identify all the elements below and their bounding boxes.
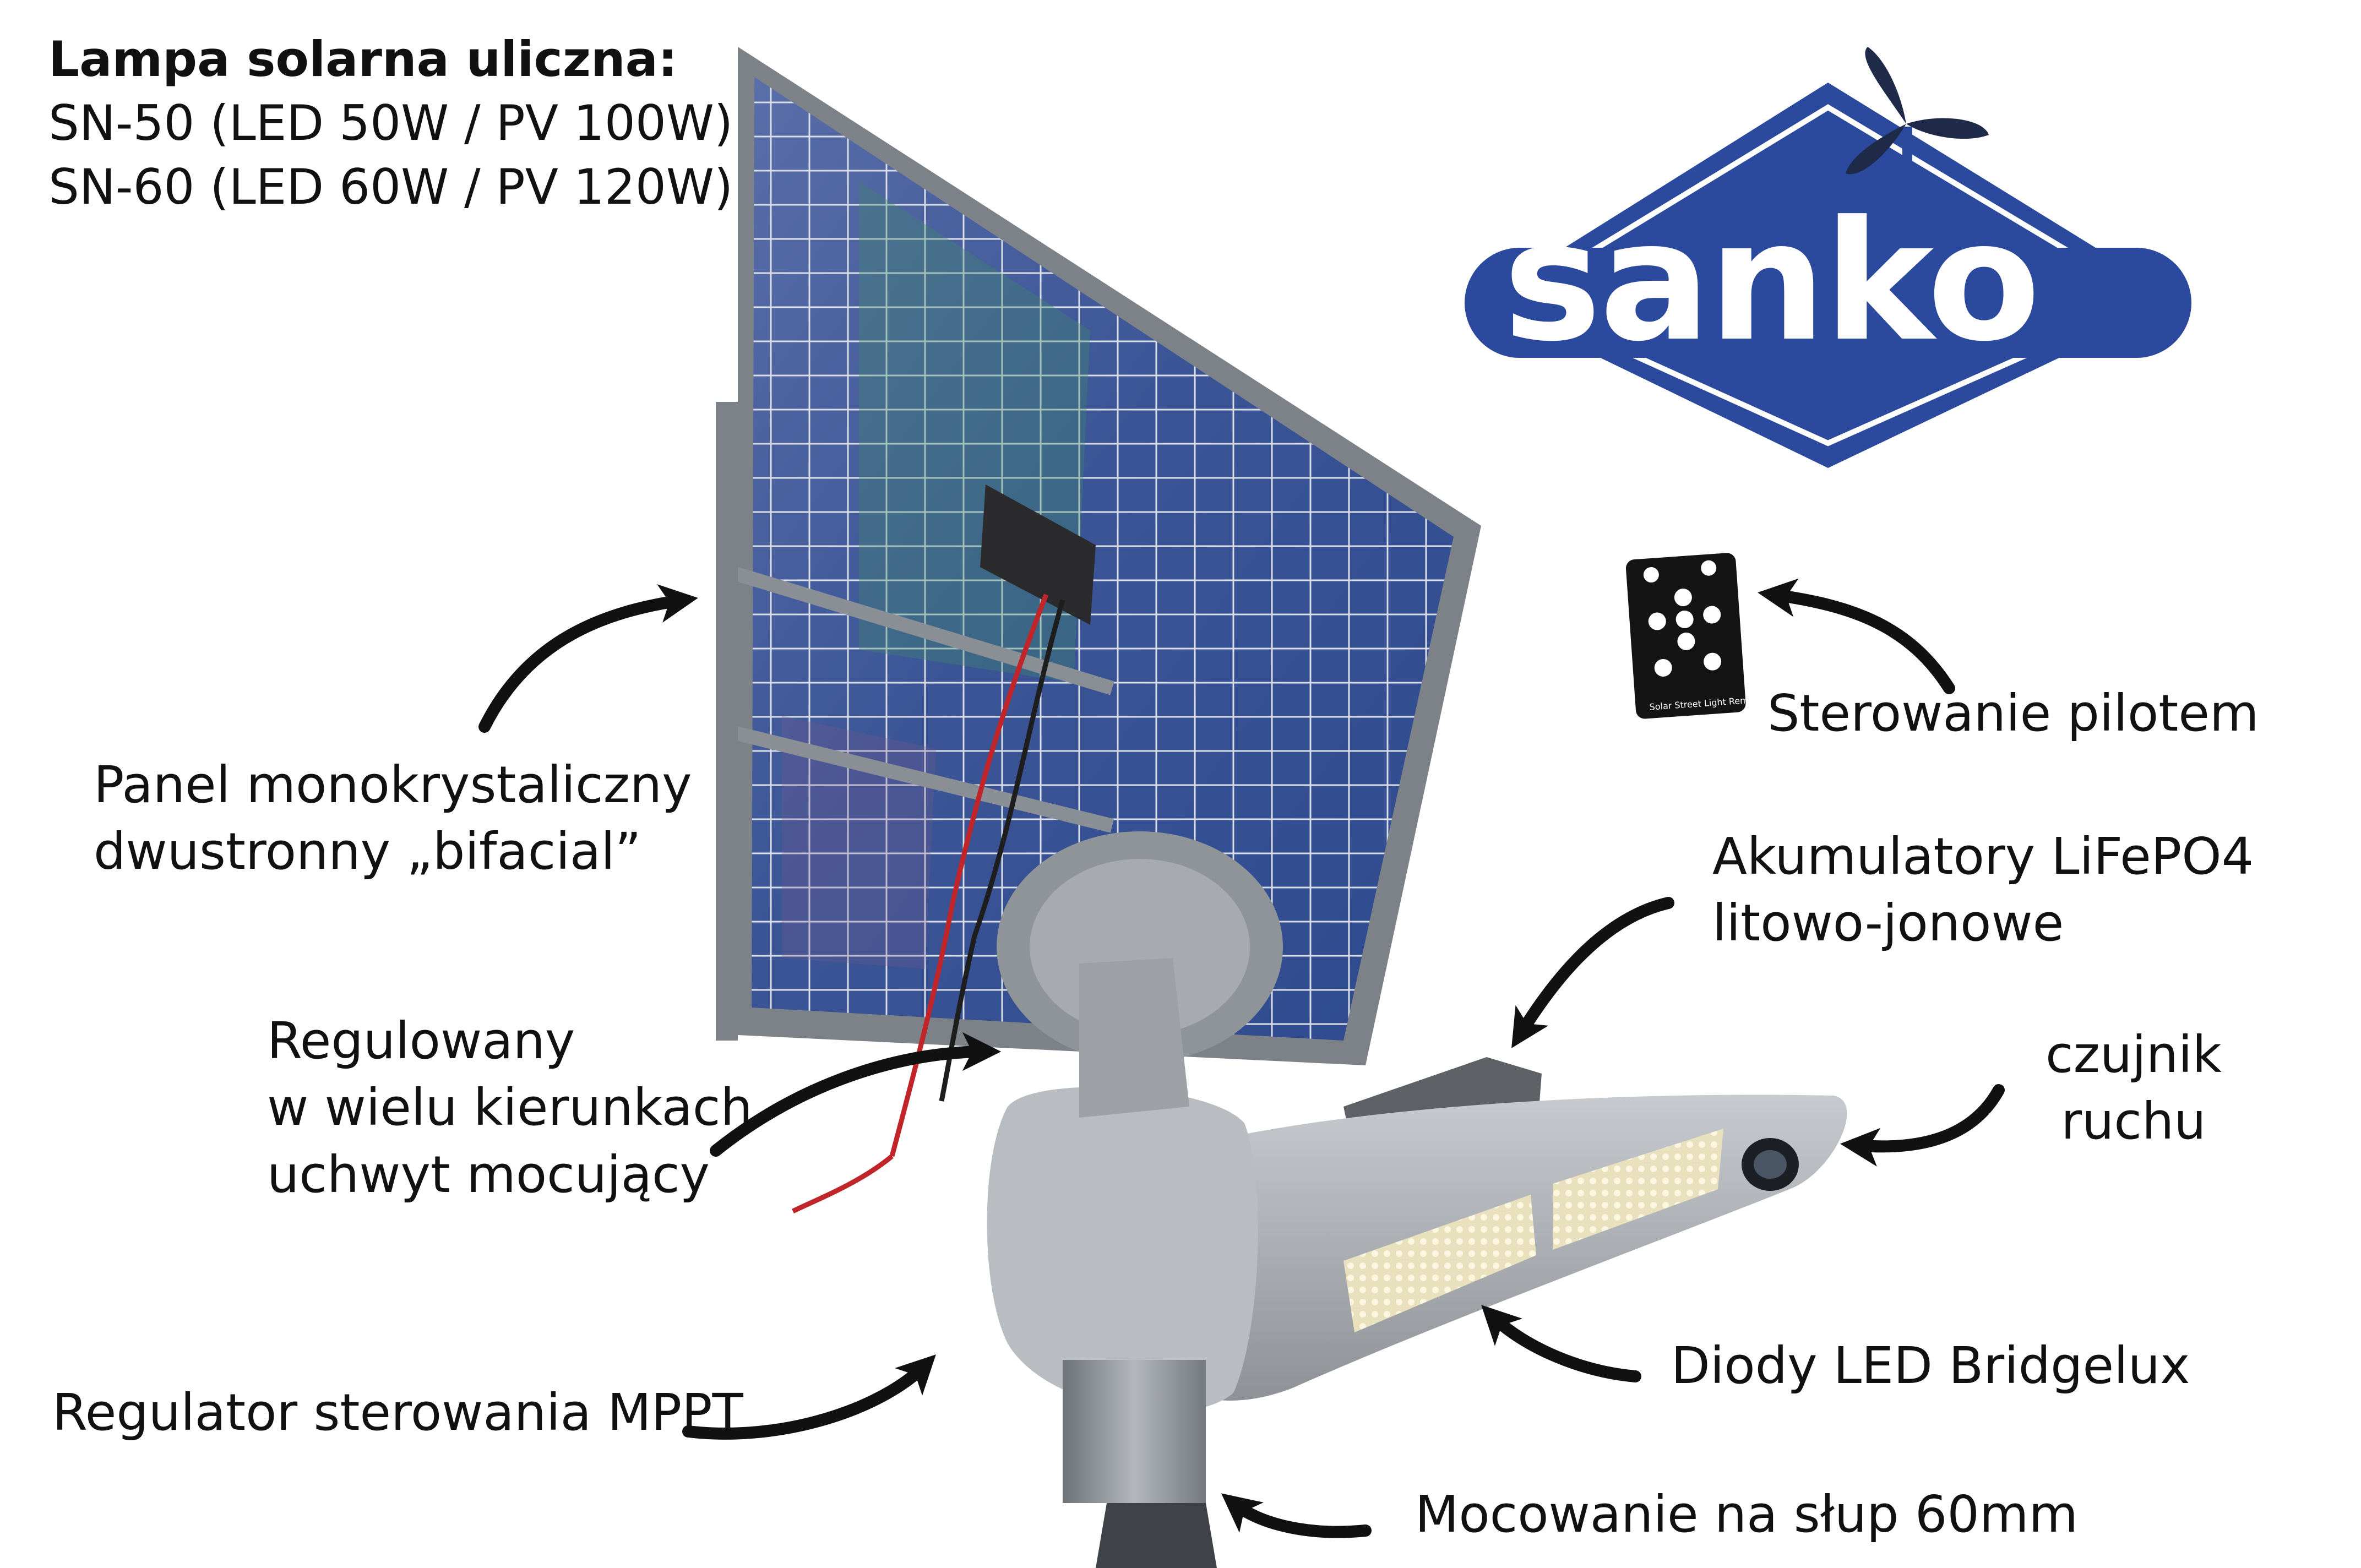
label-panel: Panel monokrystaliczny dwustronny „bifac… bbox=[94, 752, 692, 885]
label-sensor-line-1: czujnik bbox=[2046, 1025, 2222, 1084]
arrow-sensor bbox=[1840, 1084, 2005, 1167]
title-line-3: SN-60 (LED 60W / PV 120W) bbox=[48, 159, 733, 216]
product-title: Lampa solarna uliczna: SN-50 (LED 50W / … bbox=[48, 28, 733, 219]
pole bbox=[1063, 1360, 1217, 1568]
callout-arrows bbox=[478, 578, 2005, 1538]
label-mount-line-2: w wielu kierunkach bbox=[267, 1078, 753, 1137]
arrow-mppt bbox=[682, 1354, 936, 1440]
arrow-led bbox=[1481, 1305, 1641, 1382]
sanko-logo: sanko bbox=[1465, 47, 2191, 468]
lamp-body bbox=[987, 958, 1847, 1412]
arrow-remote bbox=[1758, 578, 1955, 694]
arrow-panel bbox=[478, 584, 698, 733]
arrow-mount bbox=[710, 1032, 1002, 1157]
label-battery: Akumulatory LiFePO4 litowo-jonowe bbox=[1712, 823, 2254, 957]
remote-control-image: Solar Street Light Remote bbox=[1625, 553, 1763, 719]
solar-panel bbox=[716, 47, 1481, 1214]
label-led: Diody LED Bridgelux bbox=[1671, 1336, 2190, 1395]
title-line-2: SN-50 (LED 50W / PV 100W) bbox=[48, 95, 733, 152]
label-mount: Regulowany w wielu kierunkach uchwyt moc… bbox=[267, 1008, 753, 1208]
arrow-pole bbox=[1221, 1493, 1372, 1538]
logo-wordmark: sanko bbox=[1503, 186, 2038, 378]
label-mount-line-3: uchwyt mocujący bbox=[267, 1145, 710, 1204]
label-sensor-line-2: ruchu bbox=[2061, 1092, 2206, 1151]
label-battery-line-1: Akumulatory LiFePO4 bbox=[1712, 827, 2254, 886]
label-mppt: Regulator sterowania MPPT bbox=[52, 1383, 743, 1442]
label-remote: Sterowanie pilotem bbox=[1767, 684, 2259, 743]
title-line-1: Lampa solarna uliczna: bbox=[48, 31, 678, 88]
label-panel-line-2: dwustronny „bifacial” bbox=[94, 822, 641, 881]
label-panel-line-1: Panel monokrystaliczny bbox=[94, 755, 692, 814]
label-pole: Mocowanie na słup 60mm bbox=[1415, 1485, 2079, 1544]
label-mount-line-1: Regulowany bbox=[267, 1011, 575, 1070]
arrow-battery bbox=[1511, 897, 1674, 1048]
label-sensor: czujnik ruchu bbox=[2046, 1021, 2222, 1155]
label-battery-line-2: litowo-jonowe bbox=[1712, 894, 2064, 953]
